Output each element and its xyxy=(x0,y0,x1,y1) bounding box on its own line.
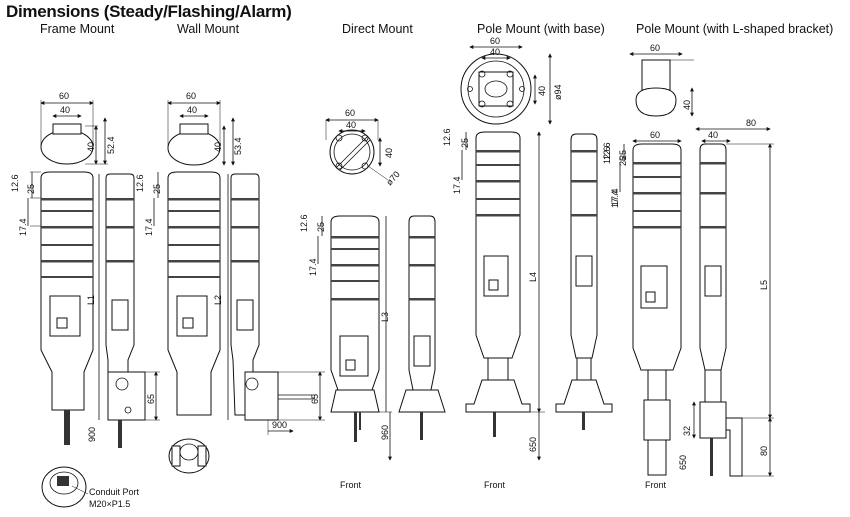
dim-pole-base-phi94: ø94 xyxy=(553,84,563,100)
dim-pole-l-top-60: 60 xyxy=(650,43,660,53)
dim-wall-17-4: 17.4 xyxy=(144,218,154,236)
dim-frame-depth-40: 40 xyxy=(86,142,96,152)
dim-wall-65: 65 xyxy=(310,394,320,404)
wall-mount-drawing: 60 40 40 53.4 12.6 25 17.4 xyxy=(135,91,325,474)
pole-base-top-view xyxy=(460,45,552,125)
dim-frame-top-60: 60 xyxy=(59,91,69,101)
frame-mount-front-view xyxy=(27,171,94,445)
dim-direct-25: 25 xyxy=(316,222,326,232)
direct-mount-top-view xyxy=(325,118,389,181)
dim-direct-depth-40: 40 xyxy=(384,148,394,158)
pole-mount-l-bracket-drawing: 60 40 60 12.6 25 17.4 650 Front xyxy=(602,43,774,490)
dim-frame-depth-52-4: 52.4 xyxy=(106,136,116,154)
dim-L2: L2 xyxy=(213,295,223,305)
dim-pole-base-top-60: 60 xyxy=(490,36,500,46)
dim-direct-top-40: 40 xyxy=(346,120,356,130)
frame-mount-top-view xyxy=(40,100,108,165)
dim-wall-25: 25 xyxy=(152,184,162,194)
pole-l-front-label: Front xyxy=(645,480,667,490)
frame-mount-side-view xyxy=(98,173,160,448)
dim-pole-base-25: 25 xyxy=(460,138,470,148)
dim-wall-top-60: 60 xyxy=(186,91,196,101)
direct-mount-front-view xyxy=(317,215,392,461)
wall-mount-top-view xyxy=(167,100,235,166)
conduit-port-label: Conduit Port xyxy=(89,487,140,497)
dim-pole-base-12-6: 12.6 xyxy=(442,128,452,146)
dim-direct-960: 960 xyxy=(380,425,390,440)
dim-pole-l-650: 650 xyxy=(678,455,688,470)
dim-frame-25: 25 xyxy=(26,184,36,194)
dim-pole-l-12-6: 12.6 xyxy=(602,142,612,160)
dim-pole-base-650: 650 xyxy=(528,437,538,452)
dim-pole-l-25: 25 xyxy=(618,150,628,160)
pole-base-front-view xyxy=(461,131,545,461)
dim-pole-l-depth-40: 40 xyxy=(682,100,692,110)
dim-wall-12-6: 12.6 xyxy=(135,174,145,192)
dim-frame-900: 900 xyxy=(87,427,97,442)
dim-pole-l-side-80: 80 xyxy=(746,118,756,128)
dim-pole-base-side-12-6: 12.6 xyxy=(602,146,612,164)
conduit-thread-label: M20×P1.5 xyxy=(89,499,130,509)
pole-mount-base-drawing: 60 40 40 ø94 12.6 25 17.4 L4 650 Front xyxy=(442,36,628,490)
pole-l-top-view xyxy=(629,52,694,117)
dim-direct-phi70: ø70 xyxy=(384,169,402,187)
wall-mount-side-view xyxy=(227,173,325,435)
dim-wall-depth-40: 40 xyxy=(213,142,223,152)
dim-pole-l-17-4: 17.4 xyxy=(610,188,620,206)
pole-base-side-view xyxy=(555,133,613,430)
dim-frame-65: 65 xyxy=(146,394,156,404)
dim-pole-base-17-4: 17.4 xyxy=(452,176,462,194)
dim-pole-base-side-25: 25 xyxy=(618,156,628,166)
dim-wall-depth-53-4: 53.4 xyxy=(233,137,243,155)
section-title-wall-mount: Wall Mount xyxy=(177,22,240,36)
frame-mount-drawing: 60 40 40 52.4 12.6 25 17.4 xyxy=(10,91,160,509)
dim-pole-l-side-40: 40 xyxy=(708,130,718,140)
direct-mount-side-view xyxy=(398,215,446,440)
dim-wall-900: 900 xyxy=(272,420,287,430)
dim-frame-12-6: 12.6 xyxy=(10,174,20,192)
pole-l-side-view xyxy=(692,127,774,477)
dim-pole-l-bracket-80: 80 xyxy=(759,446,769,456)
pole-l-front-view xyxy=(619,139,682,476)
dim-frame-top-40: 40 xyxy=(60,105,70,115)
dim-L4: L4 xyxy=(528,272,538,282)
section-title-pole-mount-base: Pole Mount (with base) xyxy=(477,22,605,36)
dim-direct-top-60: 60 xyxy=(345,108,355,118)
dim-L3: L3 xyxy=(380,312,390,322)
dim-wall-top-40: 40 xyxy=(187,105,197,115)
dim-pole-l-32: 32 xyxy=(682,426,692,436)
direct-mount-drawing: 60 40 40 ø70 12.6 25 17.4 L3 960 Front xyxy=(299,108,446,490)
dim-frame-17-4: 17.4 xyxy=(18,218,28,236)
dim-pole-base-depth-40: 40 xyxy=(537,86,547,96)
wall-mount-front-view xyxy=(153,171,221,416)
page-title: Dimensions (Steady/Flashing/Alarm) xyxy=(6,2,292,21)
section-title-pole-mount-l-bracket: Pole Mount (with L-shaped bracket) xyxy=(636,22,834,36)
dim-direct-17-4: 17.4 xyxy=(308,258,318,276)
section-title-direct-mount: Direct Mount xyxy=(342,22,413,36)
dim-pole-l-front-60: 60 xyxy=(650,130,660,140)
dim-direct-12-6: 12.6 xyxy=(299,214,309,232)
wall-mount-bottom-view xyxy=(168,438,210,474)
section-title-frame-mount: Frame Mount xyxy=(40,22,115,36)
conduit-port-view xyxy=(41,466,89,508)
direct-mount-front-label: Front xyxy=(340,480,362,490)
dim-pole-base-side-17-4: 17.4 xyxy=(610,190,620,208)
dim-L5: L5 xyxy=(759,280,769,290)
dim-L1: L1 xyxy=(86,295,96,305)
pole-base-front-label: Front xyxy=(484,480,506,490)
dim-pole-base-top-40: 40 xyxy=(490,47,500,57)
